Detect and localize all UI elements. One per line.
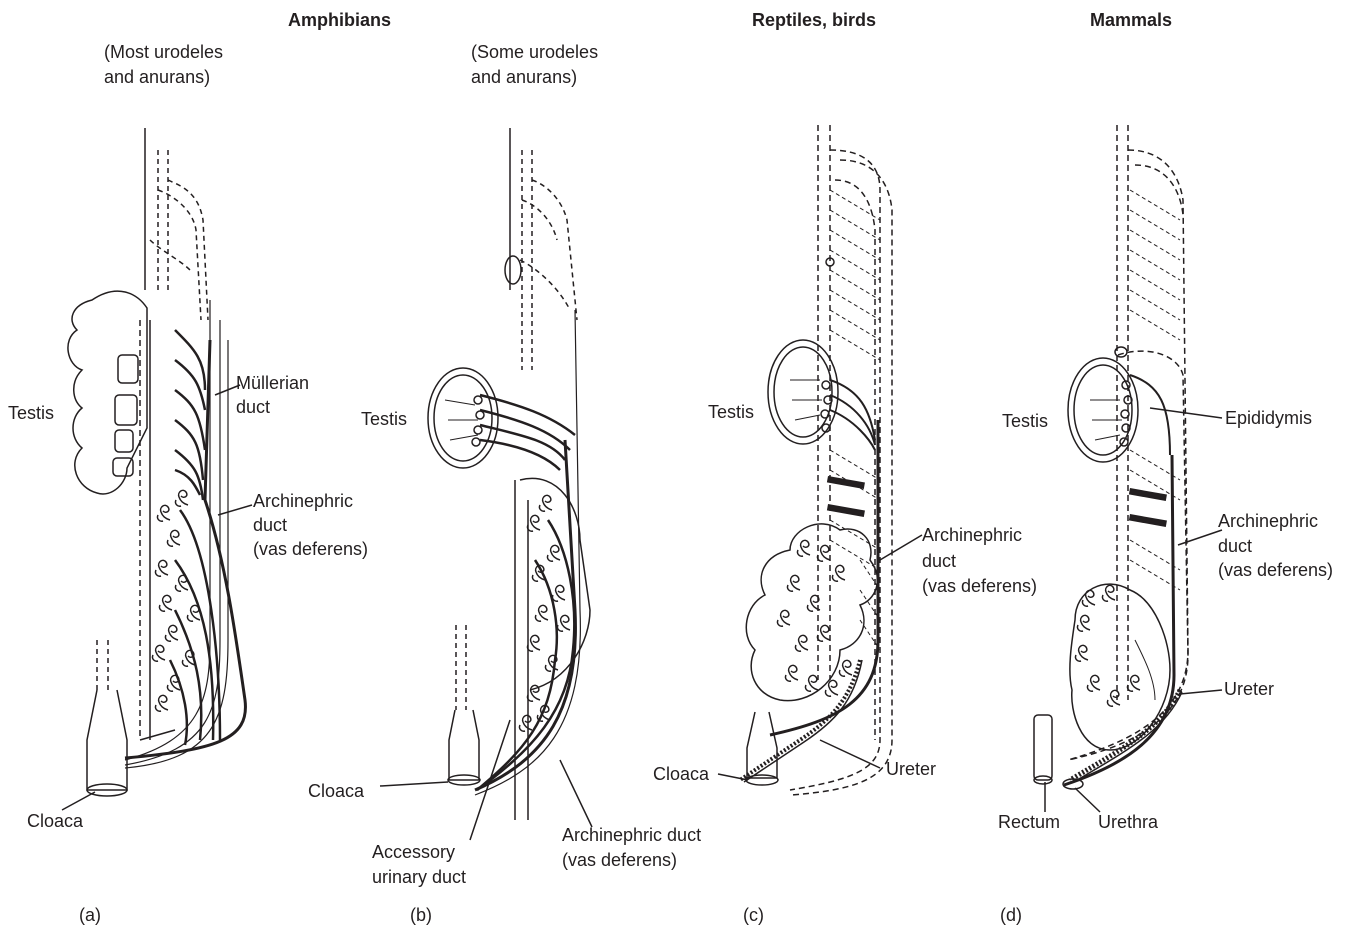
panel-c-testis-label: Testis [708, 401, 754, 423]
panel-d-archinephric-line2: duct [1218, 535, 1252, 557]
panel-b-accessory-line2: urinary duct [372, 866, 466, 888]
panel-a-archinephric-line2: duct [253, 514, 287, 536]
panel-c-cloaca-label: Cloaca [653, 763, 709, 785]
panel-a-archinephric-line3: (vas deferens) [253, 538, 368, 560]
panel-a-mullerian-line1: Müllerian [236, 372, 309, 394]
heading-mammals: Mammals [1090, 9, 1172, 31]
heading-reptiles-birds: Reptiles, birds [752, 9, 876, 31]
panel-a-subtitle-line1: (Most urodeles [104, 41, 223, 63]
panel-b-subtitle-line1: (Some urodeles [471, 41, 598, 63]
panel-b-testis-label: Testis [361, 408, 407, 430]
panel-a-subtitle-line2: and anurans) [104, 66, 210, 88]
panel-c-ureter-label: Ureter [886, 758, 936, 780]
panel-d-testis-label: Testis [1002, 410, 1048, 432]
heading-amphibians: Amphibians [288, 9, 391, 31]
panel-a-mullerian-line2: duct [236, 396, 270, 418]
panel-d-urethra-label: Urethra [1098, 811, 1158, 833]
leader-lines [215, 385, 922, 560]
panel-d-letter: (d) [1000, 904, 1022, 926]
panel-d-epididymis-label: Epididymis [1225, 407, 1312, 429]
panel-a [62, 128, 245, 810]
panel-c-archinephric-line3: (vas deferens) [922, 575, 1037, 597]
panel-a-cloaca-label: Cloaca [27, 810, 83, 832]
panel-b-accessory-line1: Accessory [372, 841, 455, 863]
panel-b-subtitle-line2: and anurans) [471, 66, 577, 88]
panel-b-archinephric-line1: Archinephric duct [562, 824, 701, 846]
panel-a-testis-label: Testis [8, 402, 54, 424]
panel-d-ureter-label: Ureter [1224, 678, 1274, 700]
panel-d-rectum-label: Rectum [998, 811, 1060, 833]
panel-b [380, 128, 592, 840]
panel-c [718, 125, 892, 795]
panel-a-archinephric-line1: Archinephric [253, 490, 353, 512]
panel-c-archinephric-line1: Archinephric [922, 524, 1022, 546]
panel-d-archinephric-line3: (vas deferens) [1218, 559, 1333, 581]
panel-b-cloaca-label: Cloaca [308, 780, 364, 802]
panel-b-archinephric-line2: (vas deferens) [562, 849, 677, 871]
panel-b-letter: (b) [410, 904, 432, 926]
panel-d-archinephric-line1: Archinephric [1218, 510, 1318, 532]
panel-c-archinephric-line2: duct [922, 550, 956, 572]
panel-a-letter: (a) [79, 904, 101, 926]
panel-c-letter: (c) [743, 904, 764, 926]
panel-d [1034, 125, 1222, 812]
